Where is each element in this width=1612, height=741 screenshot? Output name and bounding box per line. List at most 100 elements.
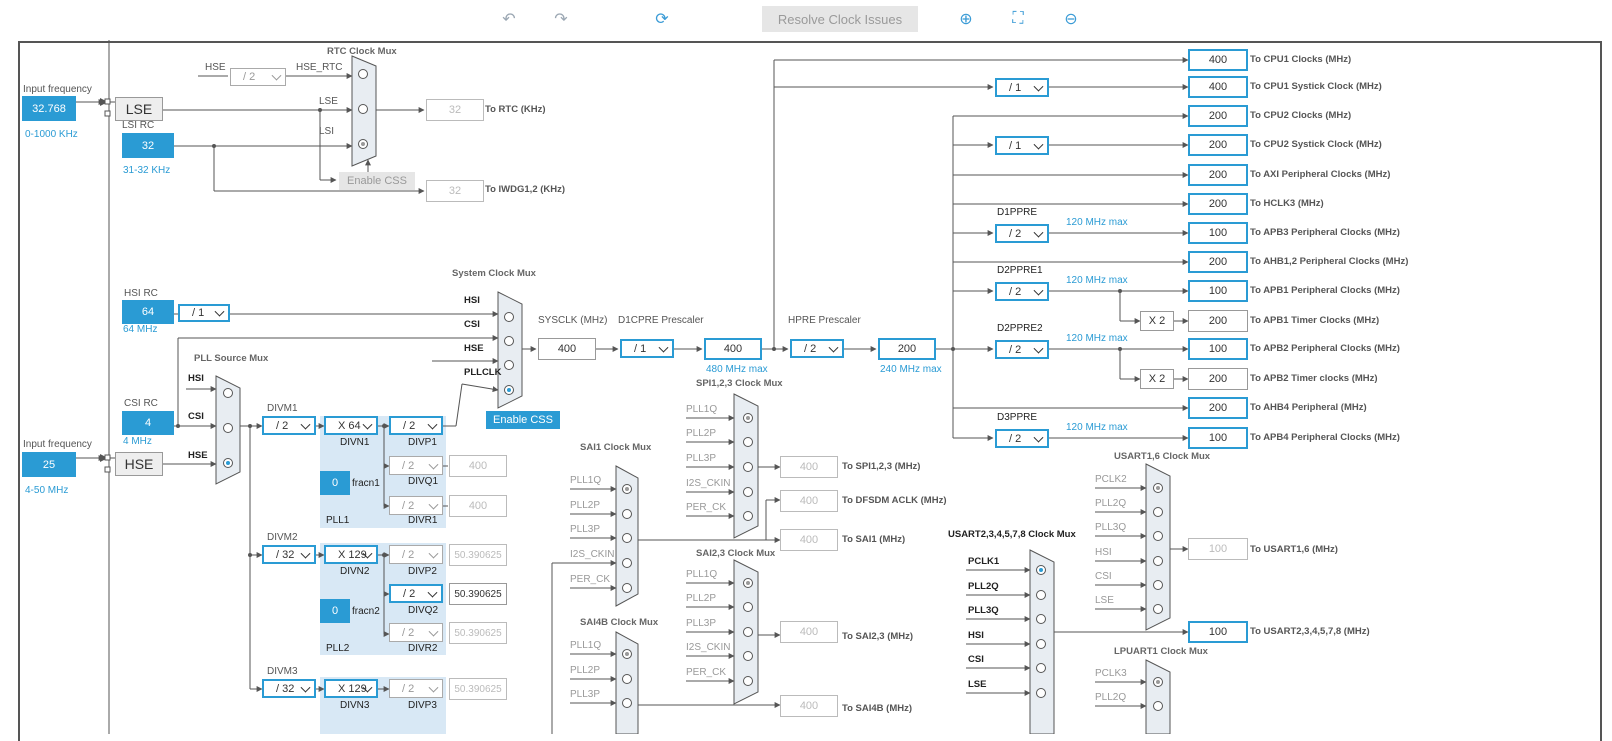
output-value: 200: [1188, 193, 1248, 215]
sys-enable-css-button[interactable]: Enable CSS: [486, 411, 560, 429]
rtc-mux-lsi-radio[interactable]: [358, 139, 368, 149]
lpuart-input-radio[interactable]: [1153, 677, 1163, 687]
fracn1-label: fracn1: [352, 478, 380, 489]
usart16-input-radio[interactable]: [1153, 483, 1163, 493]
pll-src-hse-radio[interactable]: [223, 458, 233, 468]
divn3-select[interactable]: X 129: [324, 679, 378, 698]
rtc-output-label: To RTC (KHz): [485, 104, 546, 115]
sai23-input-radio[interactable]: [743, 676, 753, 686]
divm3-select[interactable]: / 32: [262, 679, 316, 698]
hse-range: 4-50 MHz: [25, 485, 69, 496]
fracn1-input[interactable]: 0: [320, 471, 350, 495]
sai23-input-radio[interactable]: [743, 578, 753, 588]
divm1-select[interactable]: / 2: [262, 416, 316, 435]
sai1-input-label: PLL3P: [570, 524, 601, 535]
spi-input-radio[interactable]: [743, 487, 753, 497]
divp2-output: 50.390625: [449, 544, 507, 566]
sai4b-value: 400: [780, 695, 838, 717]
sai4b-input-radio[interactable]: [622, 649, 632, 659]
usart16-value: 100: [1188, 538, 1248, 560]
redo-icon[interactable]: ↷: [554, 11, 568, 28]
fracn2-input[interactable]: 0: [320, 599, 350, 623]
usart234-mux-title: USART2,3,4,5,7,8 Clock Mux: [948, 529, 1076, 540]
sys-hsi-radio[interactable]: [504, 312, 514, 322]
output-divider-select[interactable]: / 1: [995, 78, 1049, 97]
usart234-input-radio[interactable]: [1036, 565, 1046, 575]
spi-input-radio[interactable]: [743, 462, 753, 472]
usart16-input-radio[interactable]: [1153, 604, 1163, 614]
usart16-input-radio[interactable]: [1153, 556, 1163, 566]
divq2-label: DIVQ2: [408, 605, 439, 616]
resolve-clock-issues-button[interactable]: Resolve Clock Issues: [762, 6, 918, 32]
hse-frequency-input[interactable]: 25: [22, 452, 76, 477]
pll-source-mux-title: PLL Source Mux: [194, 353, 269, 364]
sai1-input-radio[interactable]: [622, 583, 632, 593]
lpuart-input-radio[interactable]: [1153, 701, 1163, 711]
output-divider-select[interactable]: / 2: [995, 340, 1049, 359]
d1cpre-prescaler[interactable]: / 1: [620, 339, 674, 358]
sai1-input-label: I2S_CKIN: [570, 549, 615, 560]
hsi-divider[interactable]: / 1: [178, 304, 230, 322]
divp3-select[interactable]: / 2: [389, 679, 443, 698]
sai23-input-radio[interactable]: [743, 627, 753, 637]
usart234-input-radio[interactable]: [1036, 663, 1046, 673]
sai1-input-radio[interactable]: [622, 558, 632, 568]
divp3-value: / 2: [402, 682, 415, 695]
pll-src-csi-label: CSI: [188, 411, 204, 422]
pll-src-hsi-radio[interactable]: [223, 388, 233, 398]
divq2-select[interactable]: / 2: [389, 584, 443, 603]
usart234-input-radio[interactable]: [1036, 639, 1046, 649]
spi-input-radio[interactable]: [743, 413, 753, 423]
undo-icon[interactable]: ↶: [502, 11, 516, 28]
rtc-mux-lse-radio[interactable]: [358, 104, 368, 114]
chevron-down-icon: [428, 626, 439, 637]
sai1-input-label: PLL1Q: [570, 475, 602, 486]
sys-csi-radio[interactable]: [504, 336, 514, 346]
output-divider-select[interactable]: / 1: [995, 136, 1049, 155]
output-divider-select[interactable]: / 2: [995, 282, 1049, 301]
hse-rtc-divider[interactable]: / 2: [230, 68, 286, 86]
sai1-input-radio[interactable]: [622, 484, 632, 494]
output-divider-value: / 2: [1009, 432, 1022, 445]
output-divider-select[interactable]: / 2: [995, 429, 1049, 448]
sai1-input-radio[interactable]: [622, 533, 632, 543]
output-divider-select[interactable]: / 2: [995, 224, 1049, 243]
sys-pllclk-radio[interactable]: [504, 385, 514, 395]
usart234-input-radio[interactable]: [1036, 614, 1046, 624]
pll-src-csi-radio[interactable]: [223, 423, 233, 433]
divq1-select[interactable]: / 2: [389, 456, 443, 475]
divr2-select[interactable]: / 2: [389, 623, 443, 642]
rtc-enable-css-button[interactable]: Enable CSS: [339, 172, 415, 190]
usart234-input-radio[interactable]: [1036, 590, 1046, 600]
sys-hse-radio[interactable]: [504, 360, 514, 370]
spi-input-radio[interactable]: [743, 437, 753, 447]
sai4b-input-radio[interactable]: [622, 698, 632, 708]
chevron-down-icon: [300, 419, 311, 430]
divp1-select[interactable]: / 2: [389, 416, 443, 435]
usart234-input-radio[interactable]: [1036, 688, 1046, 698]
csi-value: 4: [122, 411, 174, 435]
sai23-input-radio[interactable]: [743, 602, 753, 612]
divp2-select[interactable]: / 2: [389, 545, 443, 564]
zoom-out-icon[interactable]: ⊖: [1064, 11, 1078, 28]
sai23-input-radio[interactable]: [743, 651, 753, 661]
sai4b-input-radio[interactable]: [622, 674, 632, 684]
hpre-prescaler[interactable]: / 2: [790, 339, 844, 358]
usart16-input-radio[interactable]: [1153, 507, 1163, 517]
divn2-select[interactable]: X 129: [324, 545, 378, 564]
rtc-mux-hse-radio[interactable]: [358, 69, 368, 79]
lse-frequency-input[interactable]: 32.768: [22, 96, 76, 121]
usart16-input-radio[interactable]: [1153, 580, 1163, 590]
usart16-input-radio[interactable]: [1153, 531, 1163, 541]
spi-mux-title: SPI1,2,3 Clock Mux: [696, 378, 783, 389]
sai1-input-radio[interactable]: [622, 509, 632, 519]
spi-input-radio[interactable]: [743, 511, 753, 521]
divq1-value: / 2: [402, 459, 415, 472]
fit-icon[interactable]: ⛶: [1012, 10, 1024, 27]
divm2-select[interactable]: / 32: [262, 545, 316, 564]
refresh-icon[interactable]: ⟳: [655, 11, 669, 28]
sys-pllclk-label: PLLCLK: [464, 367, 502, 378]
divr1-select[interactable]: / 2: [389, 496, 443, 515]
divn1-select[interactable]: X 64: [324, 416, 378, 435]
zoom-in-icon[interactable]: ⊕: [959, 11, 973, 28]
